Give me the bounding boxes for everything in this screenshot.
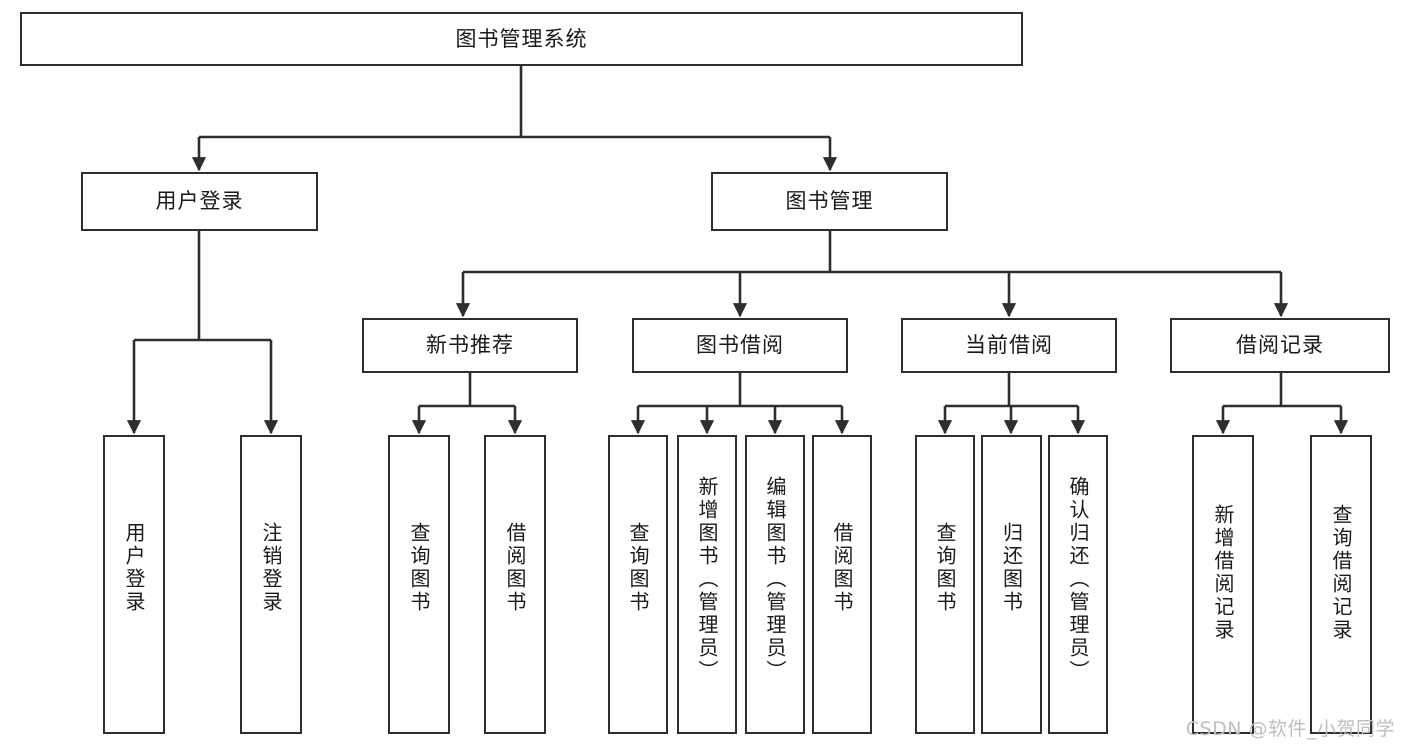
node-label: 注销登录 (259, 522, 283, 614)
node-leaf-query-book-rec[interactable]: 查询图书 (388, 435, 450, 734)
node-label: 图书管理系统 (455, 26, 588, 51)
node-leaf-logout[interactable]: 注销登录 (240, 435, 302, 734)
node-label: 借阅记录 (1236, 333, 1324, 358)
node-leaf-edit-book-admin[interactable]: 编辑图书（管理员） (745, 435, 805, 734)
node-leaf-add-borrow-record[interactable]: 新增借阅记录 (1192, 435, 1254, 734)
node-root-system[interactable]: 图书管理系统 (20, 12, 1023, 66)
node-leaf-borrow-book[interactable]: 借阅图书 (812, 435, 872, 734)
node-leaf-query-book-current[interactable]: 查询图书 (915, 435, 975, 734)
node-label: 确认归还（管理员） (1066, 476, 1090, 683)
node-leaf-confirm-return-admin[interactable]: 确认归还（管理员） (1048, 435, 1108, 734)
node-label: 当前借阅 (965, 333, 1053, 358)
node-book-borrow[interactable]: 图书借阅 (632, 318, 848, 373)
node-label: 图书借阅 (696, 333, 784, 358)
node-label: 查询图书 (626, 522, 650, 614)
node-leaf-query-book-borrow[interactable]: 查询图书 (608, 435, 668, 734)
node-label: 用户登录 (122, 522, 146, 614)
node-label: 新增借阅记录 (1211, 504, 1235, 642)
node-label: 查询图书 (407, 522, 431, 614)
node-new-book-recommend[interactable]: 新书推荐 (362, 318, 578, 373)
node-leaf-borrow-book-rec[interactable]: 借阅图书 (484, 435, 546, 734)
node-label: 图书管理 (785, 189, 874, 214)
node-label: 归还图书 (999, 522, 1024, 614)
node-leaf-query-borrow-record[interactable]: 查询借阅记录 (1310, 435, 1372, 734)
node-label: 查询借阅记录 (1329, 504, 1353, 642)
node-label: 查询图书 (933, 522, 957, 614)
node-label: 编辑图书（管理员） (763, 476, 787, 683)
node-label: 用户登录 (155, 189, 244, 214)
node-label: 借阅图书 (830, 522, 854, 614)
node-leaf-add-book-admin[interactable]: 新增图书（管理员） (677, 435, 737, 734)
csdn-watermark: CSDN @软件_小贺同学 (1185, 718, 1395, 740)
node-leaf-user-login[interactable]: 用户登录 (103, 435, 165, 734)
node-label: 新书推荐 (426, 333, 514, 358)
node-current-borrow[interactable]: 当前借阅 (901, 318, 1117, 373)
node-label: 新增图书（管理员） (695, 476, 719, 683)
node-borrow-record[interactable]: 借阅记录 (1170, 318, 1390, 373)
node-leaf-return-book[interactable]: 归还图书 (981, 435, 1042, 734)
node-book-management[interactable]: 图书管理 (711, 172, 948, 231)
node-label: 借阅图书 (503, 522, 527, 614)
node-user-login[interactable]: 用户登录 (81, 172, 318, 231)
